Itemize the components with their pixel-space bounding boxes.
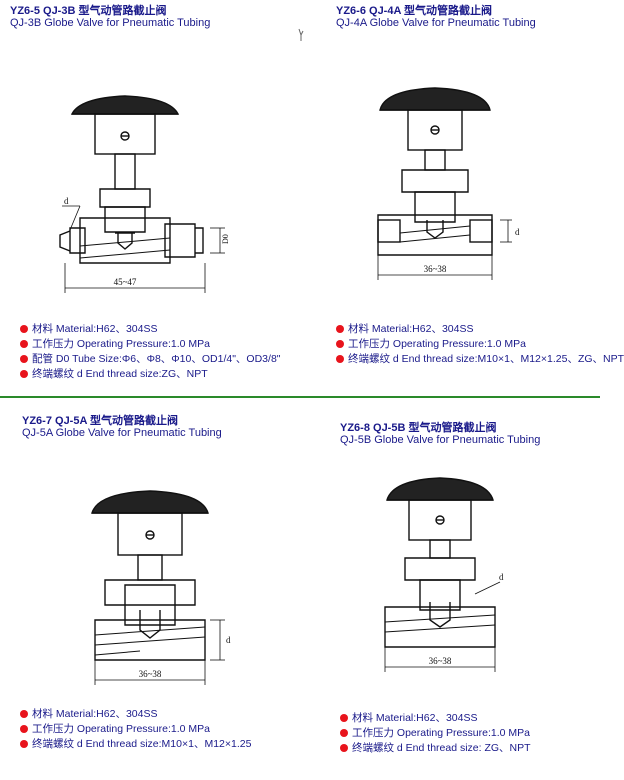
bullet-icon: [340, 729, 348, 737]
valve-panel-qj-5a: YZ6-7 QJ-5A 型气动管路截止阀 QJ-5A Globe Valve f…: [0, 397, 300, 780]
dim-width-label: 36~38: [429, 656, 452, 666]
bullet-icon: [20, 710, 28, 718]
bullet-icon: [20, 370, 28, 378]
product-code: YZ6-8 QJ-5B 型气动管路截止阀: [340, 422, 497, 434]
spec-item: 材料 Material:H62、304SS: [336, 322, 624, 337]
ink-mark-icon: [298, 28, 304, 41]
bullet-icon: [20, 340, 28, 348]
valve-panel-qj-4a: YZ6-6 QJ-4A 型气动管路截止阀 QJ-4A Globe Valve f…: [300, 0, 624, 383]
valve-drawing-qj-4a: 36~38 d: [377, 87, 520, 280]
bullet-icon: [20, 725, 28, 733]
dim-d-label: d: [499, 572, 504, 582]
valve-panel-qj-5b: YZ6-8 QJ-5B 型气动管路截止阀 QJ-5B Globe Valve f…: [300, 397, 600, 780]
product-subtitle: QJ-5B Globe Valve for Pneumatic Tubing: [340, 434, 541, 446]
bullet-icon: [336, 355, 344, 363]
bullet-icon: [340, 714, 348, 722]
bullet-icon: [20, 325, 28, 333]
spec-item: 终端螺纹 d End thread size:ZG、NPT: [20, 367, 281, 382]
spec-item: 终端螺纹 d End thread size:M10×1、M12×1.25、ZG…: [336, 352, 624, 367]
dim-width-label: 36~38: [424, 264, 447, 274]
dim-width-label: 45~47: [114, 277, 137, 287]
spec-list: 材料 Material:H62、304SS 工作压力 Operating Pre…: [20, 707, 251, 752]
spec-list: 材料 Material:H62、304SS 工作压力 Operating Pre…: [336, 322, 624, 367]
product-subtitle: QJ-3B Globe Valve for Pneumatic Tubing: [10, 17, 211, 29]
product-code: YZ6-6 QJ-4A 型气动管路截止阀: [336, 5, 493, 17]
spec-item: 材料 Material:H62、304SS: [340, 711, 531, 726]
bullet-icon: [340, 744, 348, 752]
bullet-icon: [336, 340, 344, 348]
bullet-icon: [20, 355, 28, 363]
spec-item: 工作压力 Operating Pressure:1.0 MPa: [20, 722, 251, 737]
spec-list: 材料 Material:H62、304SS 工作压力 Operating Pre…: [340, 711, 531, 756]
spec-item: 终端螺纹 d End thread size: ZG、NPT: [340, 741, 531, 756]
valve-drawing-qj-5a: 36~38 d: [91, 490, 231, 685]
valve-panel-qj-3b: YZ6-5 QJ-3B 型气动管路截止阀 QJ-3B Globe Valve f…: [0, 0, 300, 383]
product-code: YZ6-5 QJ-3B 型气动管路截止阀: [10, 5, 167, 17]
bullet-icon: [336, 325, 344, 333]
spec-item: 终端螺纹 d End thread size:M10×1、M12×1.25: [20, 737, 251, 752]
bullet-icon: [20, 740, 28, 748]
product-subtitle: QJ-5A Globe Valve for Pneumatic Tubing: [22, 427, 222, 439]
dim-d-label: d: [64, 196, 69, 206]
section-divider: [0, 396, 600, 398]
spec-item: 材料 Material:H62、304SS: [20, 322, 281, 337]
valve-drawing-qj-5b: 36~38 d: [384, 477, 504, 672]
dim-width-label: 36~38: [139, 669, 162, 679]
spec-item: 工作压力 Operating Pressure:1.0 MPa: [20, 337, 281, 352]
spec-item: 材料 Material:H62、304SS: [20, 707, 251, 722]
product-subtitle: QJ-4A Globe Valve for Pneumatic Tubing: [336, 17, 536, 29]
spec-item: 配管 D0 Tube Size:Φ6、Φ8、Φ10、OD1/4"、OD3/8": [20, 352, 281, 367]
dim-d-label: d: [515, 227, 520, 237]
spec-item: 工作压力 Operating Pressure:1.0 MPa: [336, 337, 624, 352]
spec-list: 材料 Material:H62、304SS 工作压力 Operating Pre…: [20, 322, 281, 382]
valve-drawing-qj-3b: 45~47 d D0: [59, 95, 230, 293]
dim-d-label: d: [226, 635, 231, 645]
dim-d0-label: D0: [221, 234, 230, 244]
spec-item: 工作压力 Operating Pressure:1.0 MPa: [340, 726, 531, 741]
product-code: YZ6-7 QJ-5A 型气动管路截止阀: [22, 415, 179, 427]
